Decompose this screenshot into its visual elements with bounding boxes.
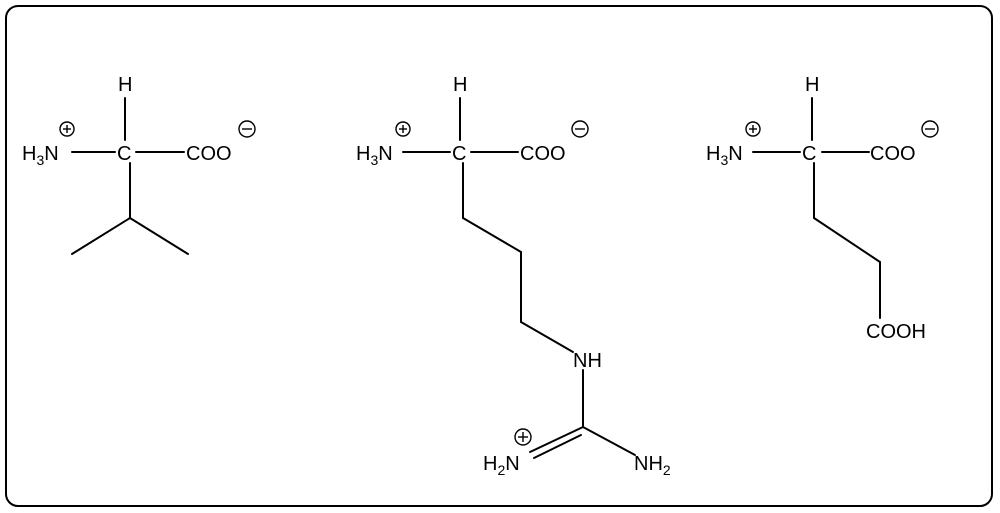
positive-charge-icon (395, 121, 411, 137)
positive-charge-icon (745, 121, 761, 137)
alpha-c-label: C (802, 143, 816, 165)
bond-chain-4 (520, 321, 574, 353)
molecule-arginine: H C COO H3N NH H2N NH2 (356, 74, 671, 478)
amine-label: H3N (356, 143, 393, 168)
guanidinium-right-label: NH2 (634, 453, 671, 478)
negative-charge-icon (571, 120, 589, 138)
negative-charge-icon (238, 120, 256, 138)
carboxylate-label: COO (520, 143, 566, 165)
acid-label: COOH (866, 321, 926, 343)
amine-label: H3N (22, 143, 59, 168)
amine-label: H3N (706, 143, 743, 168)
alpha-c-label: C (452, 143, 466, 165)
alpha-h-label: H (118, 74, 132, 96)
guanidinium-left-label: H2N (483, 453, 520, 478)
bond-c-nh2 (582, 426, 636, 456)
bond-chain-2 (462, 217, 522, 253)
molecule-glutamate: H C COO H3N COOH (706, 74, 939, 343)
diagram-frame (5, 5, 993, 507)
bond-side-left (71, 217, 131, 255)
imine-nh-label: NH (573, 350, 602, 372)
alpha-h-label: H (453, 74, 467, 96)
alpha-c-label: C (117, 143, 131, 165)
negative-charge-icon (921, 120, 939, 138)
carboxylate-label: COO (186, 143, 232, 165)
bond-c-n-double-b (533, 434, 582, 459)
carboxylate-label: COO (870, 143, 916, 165)
alpha-h-label: H (805, 74, 819, 96)
molecule-valine: H C COO H3N (22, 74, 256, 255)
bond-chain-2 (813, 217, 881, 263)
bond-c-n-double-a (529, 426, 584, 453)
positive-charge-icon (514, 428, 532, 446)
positive-charge-icon (59, 121, 75, 137)
bond-side-right (129, 217, 189, 255)
